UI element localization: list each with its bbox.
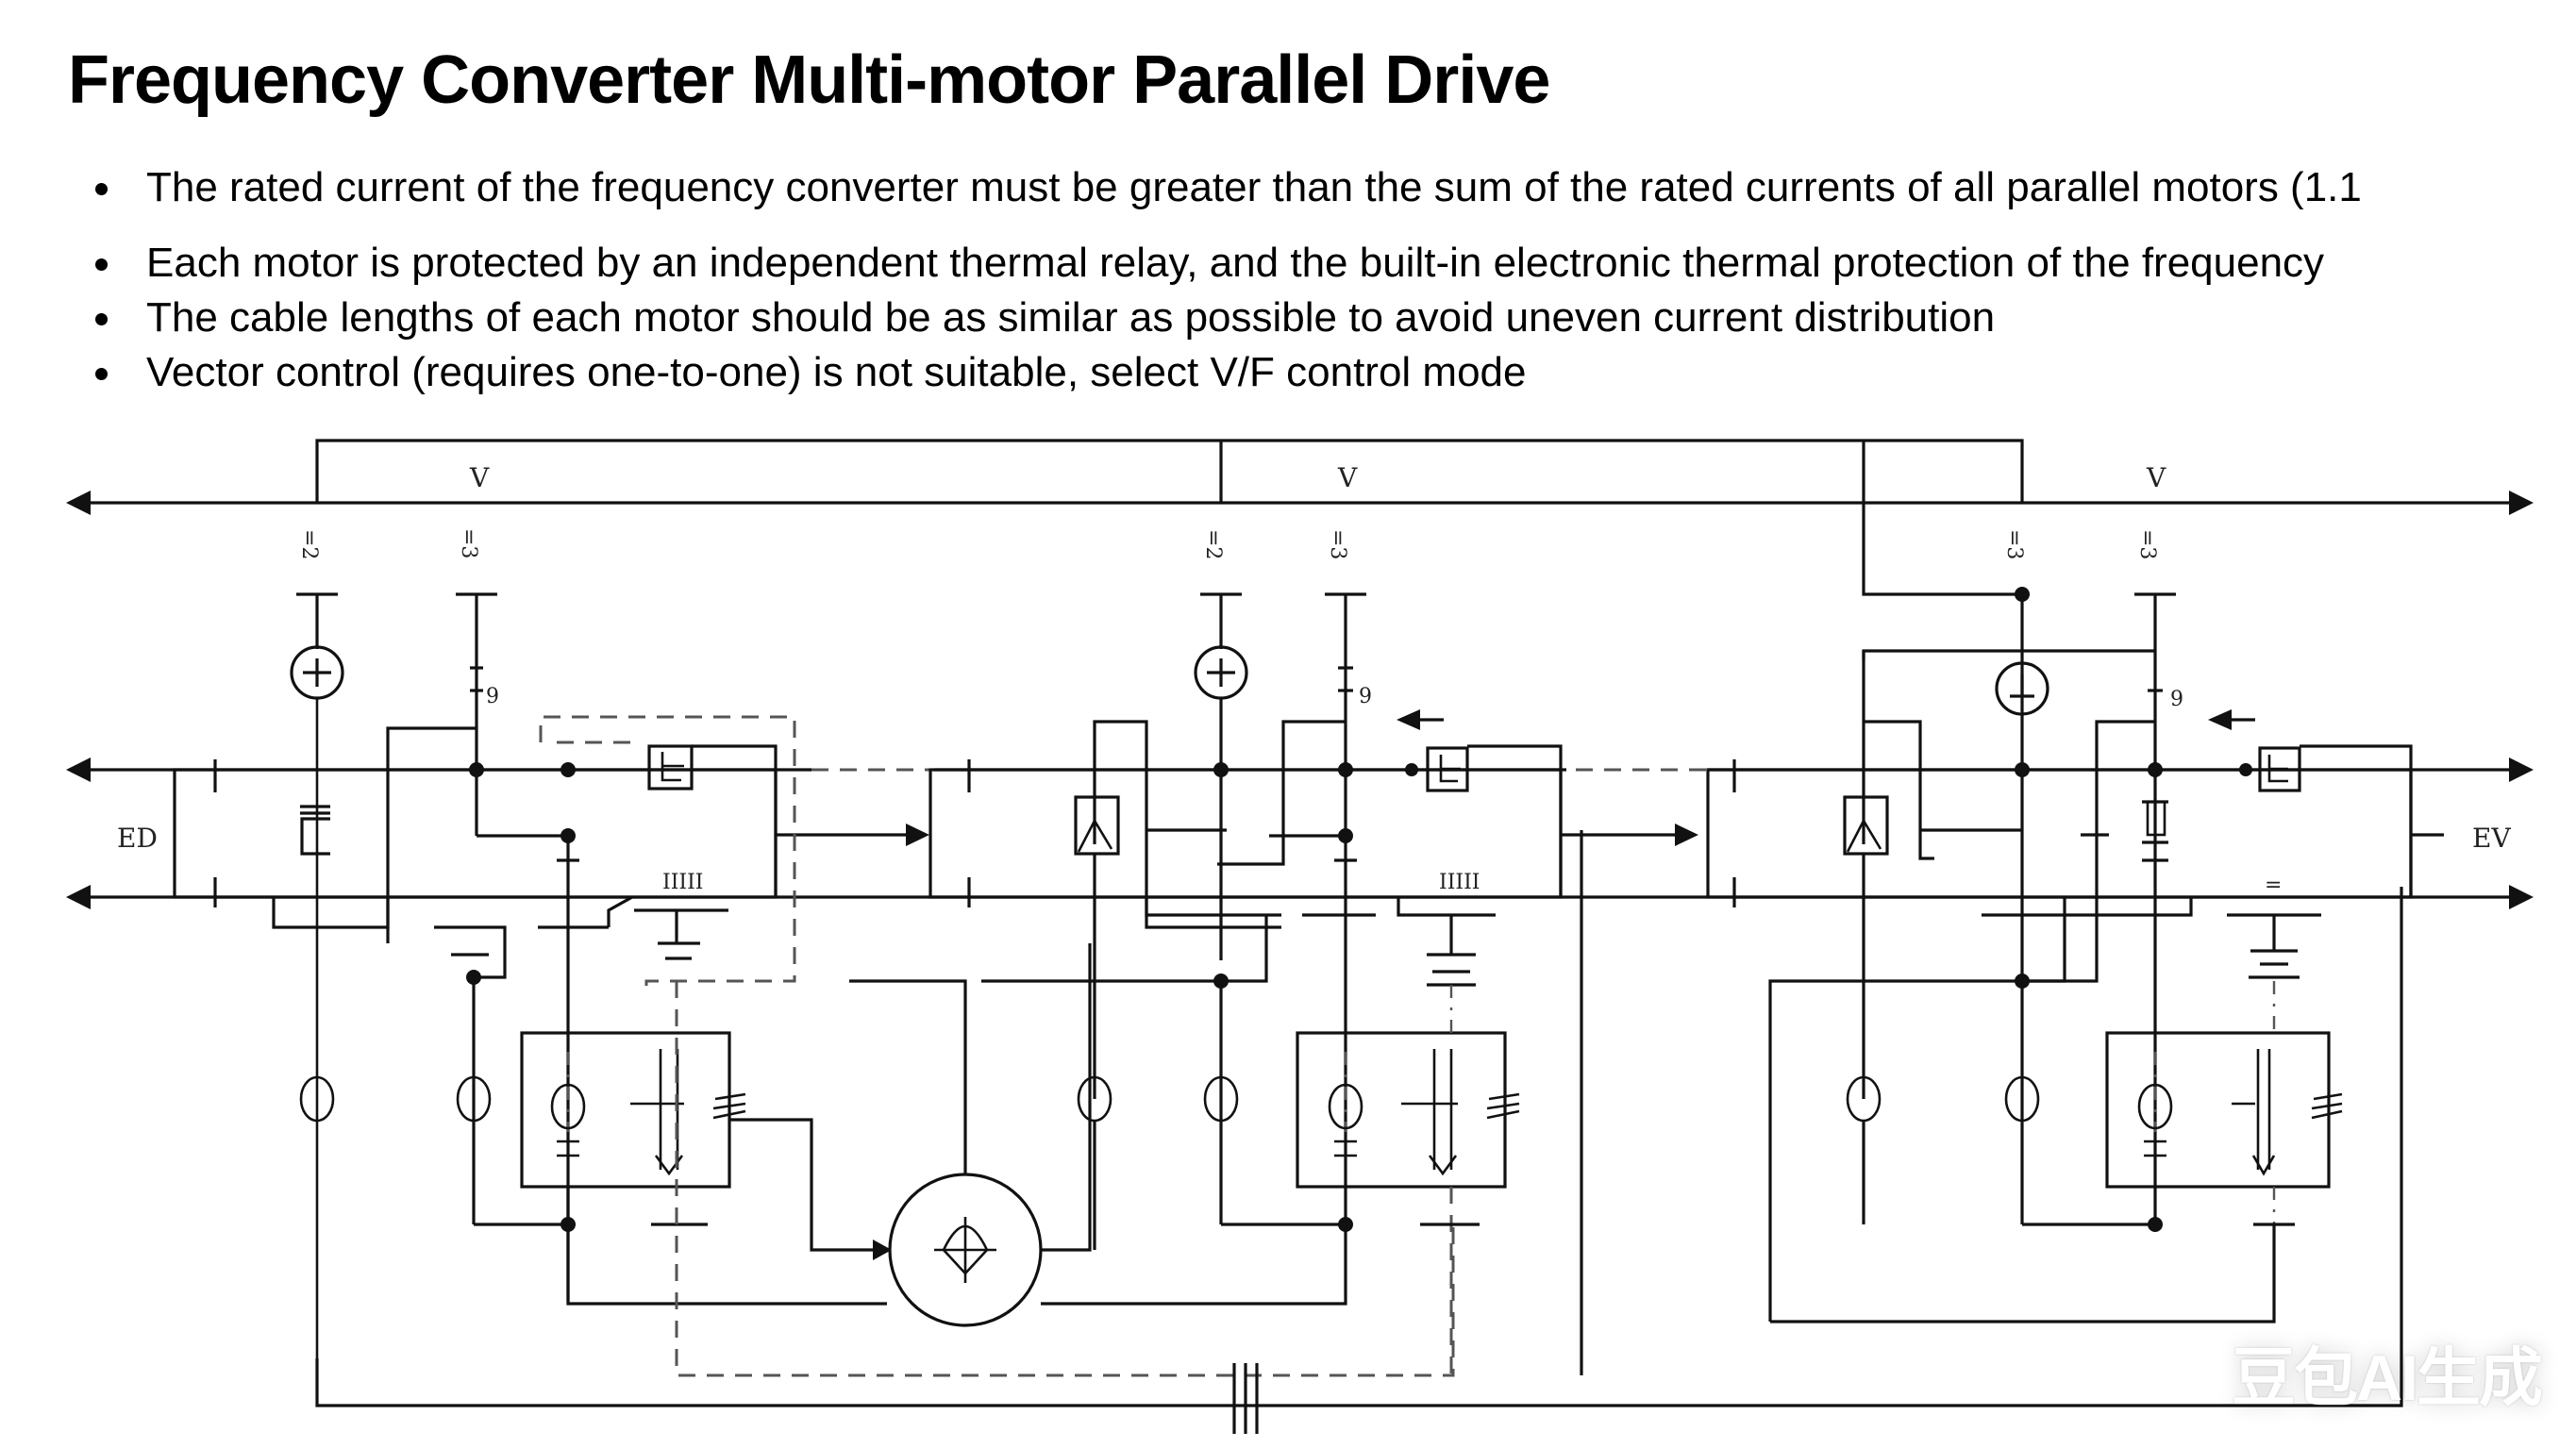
terminal-label: =2 — [1201, 529, 1225, 559]
bullet-text: The cable lengths of each motor should b… — [146, 294, 1996, 341]
terminal-label: =3 — [2135, 529, 2159, 559]
contactor-icon — [2258, 746, 2301, 792]
arrow-left-icon — [66, 491, 91, 515]
arrow-left-icon — [66, 757, 91, 782]
bullet-text: Vector control (requires one-to-one) is … — [146, 349, 1527, 395]
bottom-rail — [315, 887, 2403, 1434]
bus-label-left: ED — [117, 823, 158, 854]
thermal-relay-icon — [2004, 1075, 2040, 1123]
converter-section-2: V =2 =3 9 — [928, 462, 1698, 1375]
converter-section-3: V =3 =3 9 — [1706, 462, 2444, 1323]
bullet-list: The rated current of the frequency conve… — [90, 160, 2362, 400]
bullet-item: The cable lengths of each motor should b… — [90, 291, 2362, 345]
section-top-label: V — [2146, 462, 2166, 493]
terminal-label: =3 — [1326, 529, 1349, 559]
top-bus — [66, 439, 2534, 596]
box-mark: = — [2265, 874, 2282, 897]
thermal-relay-icon — [1203, 1075, 1239, 1123]
amplifier-icon — [1843, 795, 1889, 856]
terminal-label: =3 — [457, 528, 480, 558]
contactor-icon — [647, 744, 694, 791]
arrow-left-icon — [66, 885, 91, 909]
box-mark: IIIII — [1439, 871, 1480, 894]
arrow-right-icon — [906, 824, 929, 846]
section-top-label: V — [469, 462, 490, 493]
protection-module — [520, 1031, 731, 1189]
protection-module — [2105, 1031, 2331, 1189]
thermal-relay-icon — [299, 1075, 335, 1123]
terminal-label: =2 — [297, 529, 321, 559]
bullet-item: The rated current of the frequency conve… — [90, 160, 2362, 215]
bullet-dot — [95, 368, 108, 380]
bullet-dot — [95, 183, 108, 195]
voltage-source-icon — [1995, 661, 2049, 716]
bus-label-right: EV — [2472, 823, 2511, 854]
bullet-item: Each motor is protected by an independen… — [90, 236, 2362, 291]
page-title: Frequency Converter Multi-motor Parallel… — [68, 42, 1550, 118]
arrow-left-icon — [2208, 709, 2232, 730]
bullet-dot — [95, 313, 108, 325]
thermal-relay-icon — [456, 1075, 492, 1123]
watermark: 豆包AI生成 — [2232, 1342, 2543, 1414]
bullet-text: Each motor is protected by an independen… — [146, 240, 2325, 286]
arrow-left-icon — [1397, 709, 1420, 730]
arrow-right-icon — [2509, 757, 2534, 782]
arrow-right-icon — [1675, 824, 1698, 846]
motor — [849, 943, 1092, 1327]
bullet-item: Vector control (requires one-to-one) is … — [90, 345, 2362, 400]
resistor-label: 9 — [486, 685, 499, 708]
arrow-right-icon — [2509, 491, 2534, 515]
amplifier-icon — [1074, 795, 1120, 856]
resistor-label: 9 — [1359, 685, 1372, 708]
terminal-label: =3 — [2002, 529, 2026, 559]
protection-module — [1296, 1031, 1507, 1189]
contactor-icon — [1426, 746, 1469, 792]
box-mark: IIIII — [662, 871, 703, 894]
section-top-label: V — [1337, 462, 1358, 493]
converter-section-1: V =2 =3 9 IIIII — [173, 462, 1455, 1377]
arrow-right-icon — [2509, 885, 2534, 909]
bullet-text: The rated current of the frequency conve… — [146, 164, 2362, 210]
bullet-dot — [95, 258, 108, 271]
resistor-label: 9 — [2170, 688, 2183, 711]
